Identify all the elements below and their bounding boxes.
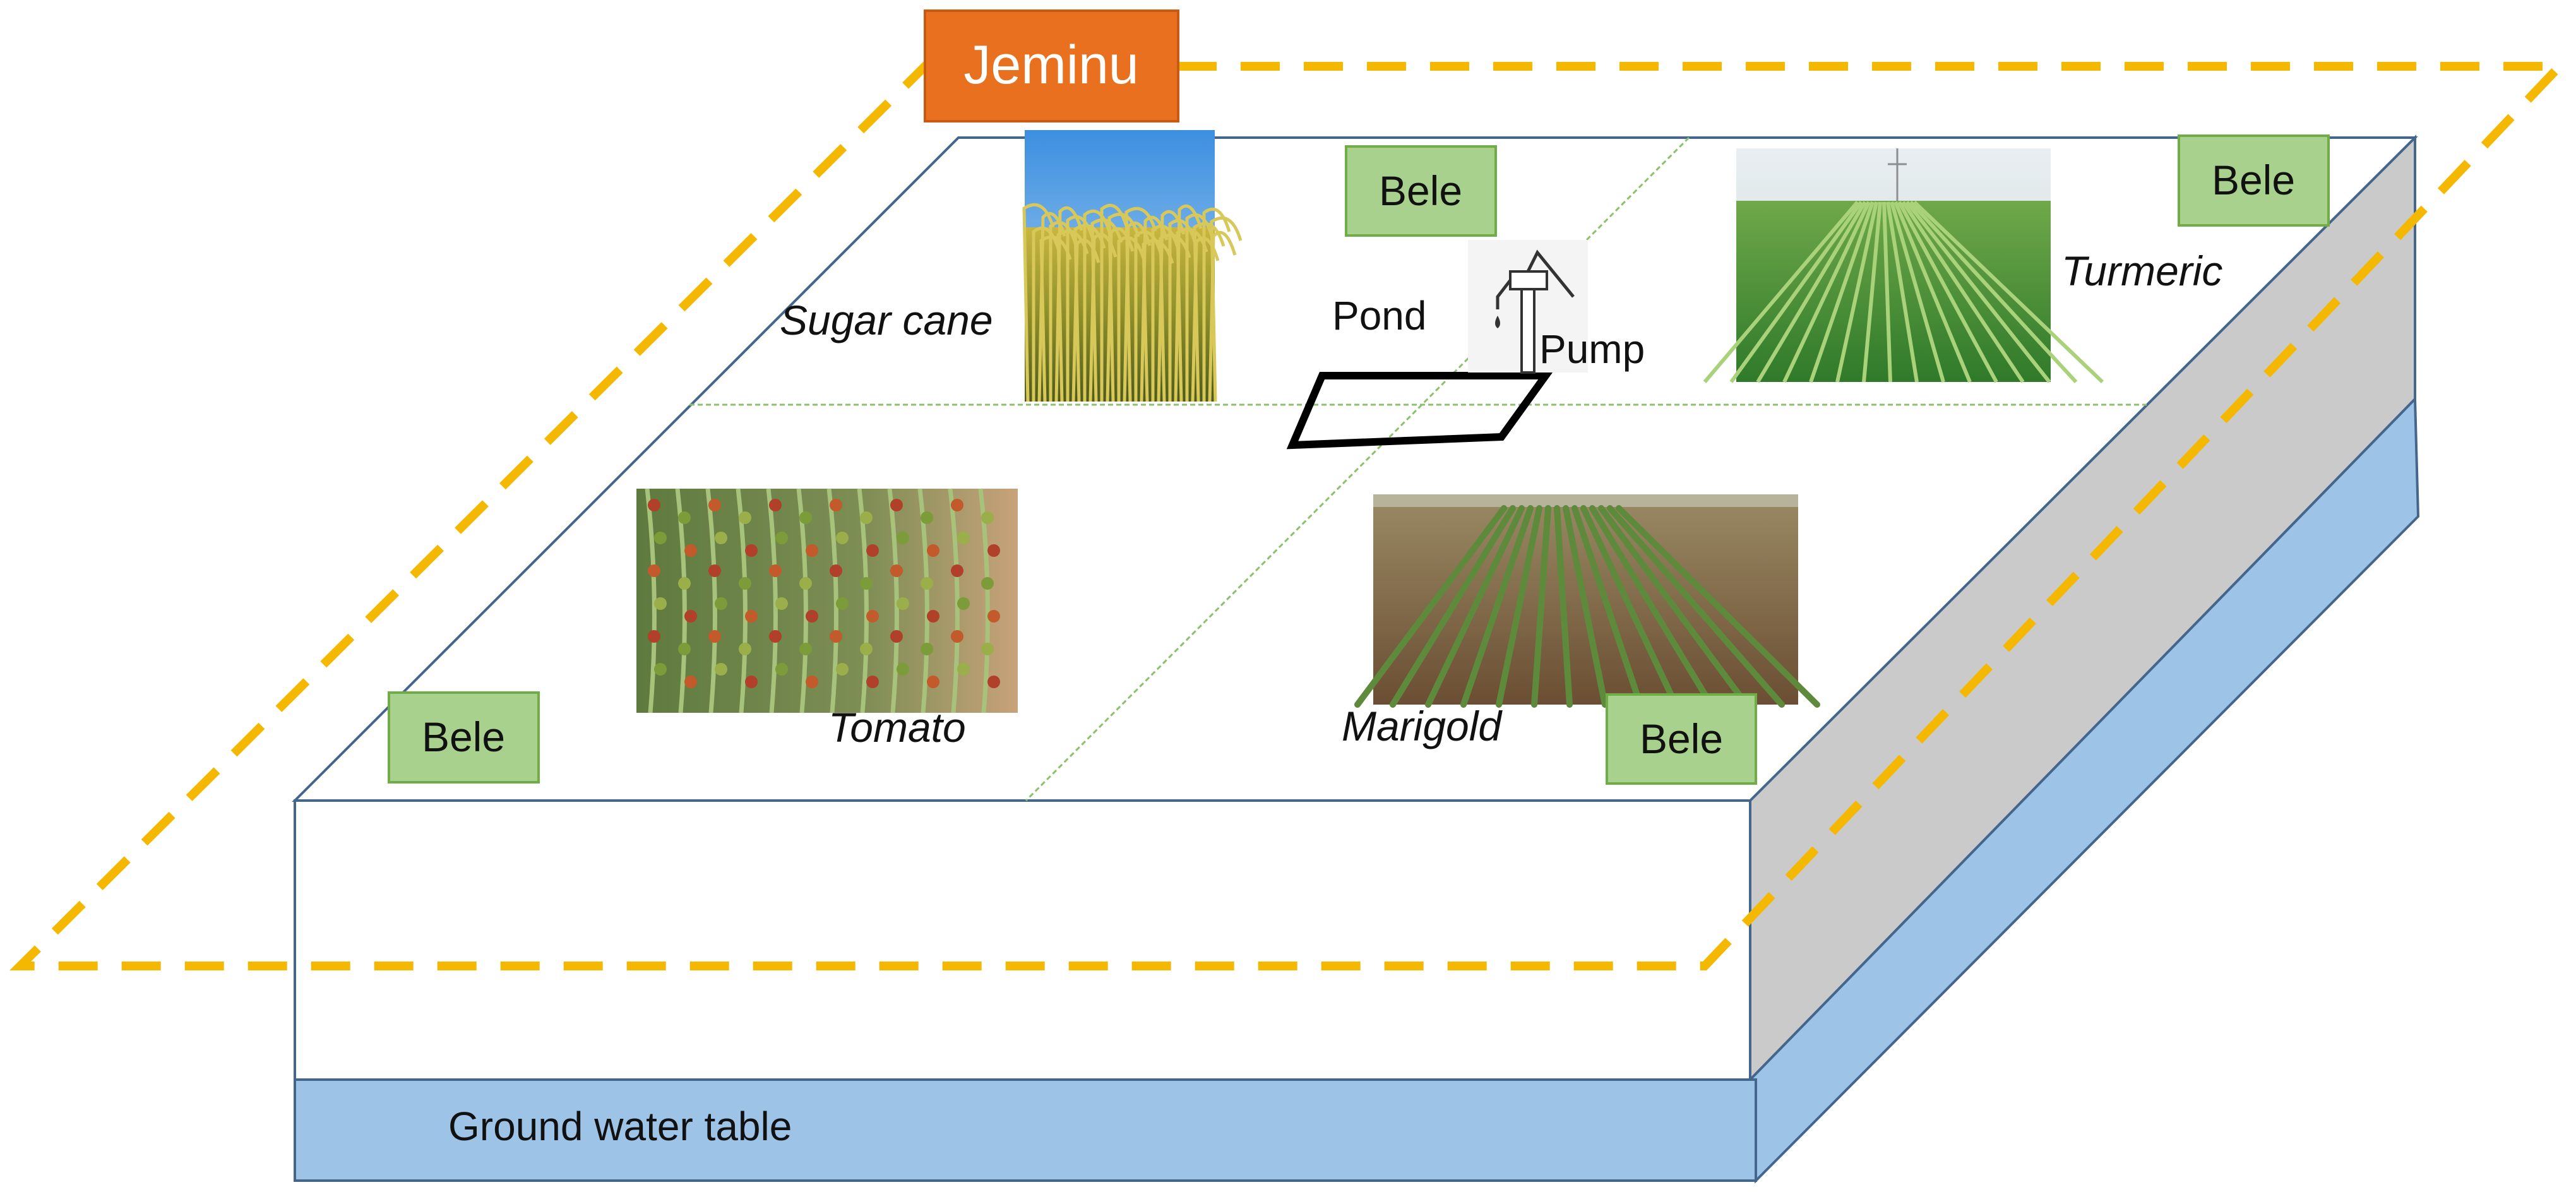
ground-water-label: Ground water table bbox=[448, 1104, 792, 1149]
bele-label: Bele bbox=[1640, 715, 1723, 762]
bele-label: Bele bbox=[422, 713, 505, 760]
jeminu-boundary bbox=[9, 62, 2570, 970]
bele-label: Bele bbox=[1379, 167, 1462, 214]
pond-label: Pond bbox=[1332, 293, 1426, 338]
bele-box-bottom-right: Bele bbox=[1606, 693, 1757, 785]
marigold-photo bbox=[1354, 494, 1820, 708]
pond-outline bbox=[1286, 372, 1553, 450]
bele-label: Bele bbox=[2212, 157, 2295, 203]
slab-front-face bbox=[294, 799, 1751, 1081]
hand-pump-icon bbox=[1468, 240, 1588, 374]
bele-box-top-center: Bele bbox=[1345, 145, 1497, 237]
marigold-label: Marigold bbox=[1342, 703, 1503, 749]
jeminu-title: Jeminu bbox=[963, 35, 1138, 95]
bele-box-top-right: Bele bbox=[2178, 134, 2330, 227]
pump-label: Pump bbox=[1539, 326, 1645, 372]
tomato-label: Tomato bbox=[828, 704, 966, 751]
jeminu-title-box: Jeminu bbox=[924, 9, 1179, 122]
tomato-photo bbox=[636, 488, 1018, 713]
sugarcane-label: Sugar cane bbox=[780, 297, 993, 343]
bele-box-left: Bele bbox=[388, 691, 540, 784]
turmeric-photo bbox=[1703, 148, 2104, 384]
turmeric-label: Turmeric bbox=[2061, 247, 2222, 294]
ground-water-band bbox=[294, 1078, 1757, 1182]
sugarcane-photo bbox=[1022, 130, 1243, 402]
